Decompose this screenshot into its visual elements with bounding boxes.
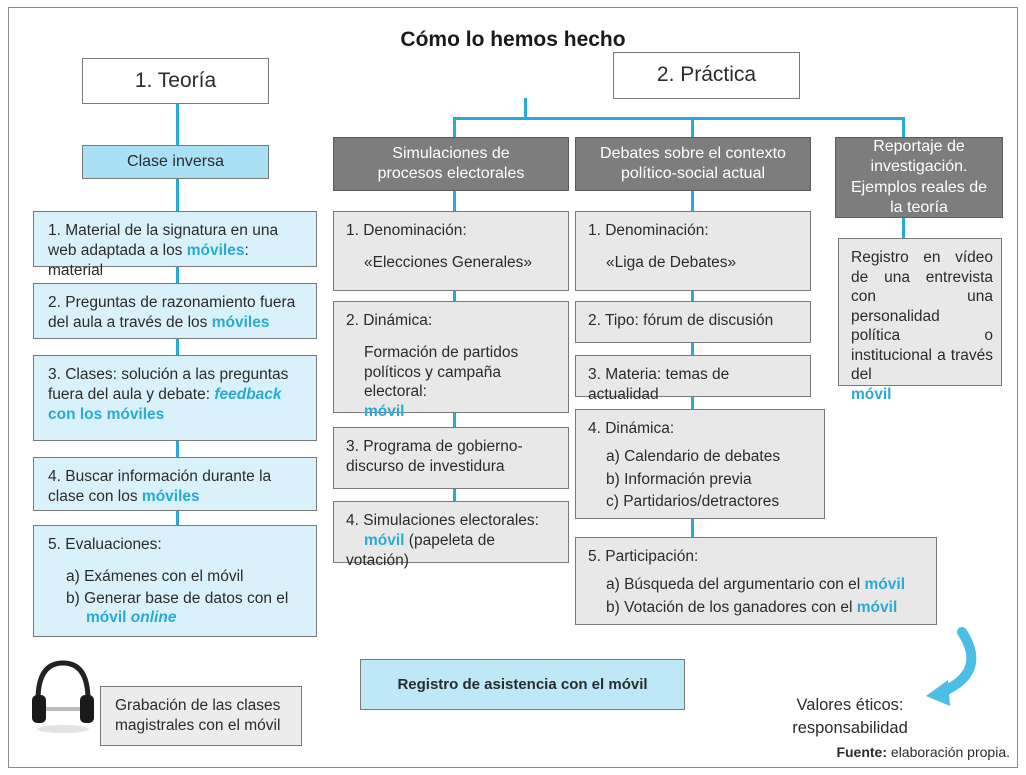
col2-item-1: 1. Denominación: «Liga de Debates» [575,211,811,291]
col1-item-3: 3. Programa de gobierno-discurso de inve… [333,427,569,489]
connector-line [176,266,179,284]
headphones-icon [28,655,98,735]
connector-line [176,104,179,146]
connector-line [691,117,694,137]
debates-header: Debates sobre el contexto político-socia… [575,137,811,191]
theory-header: 1. Teoría [82,58,269,104]
theory-item-2: 2. Preguntas de razonamiento fuera del a… [33,283,317,339]
diagram-frame [8,7,1018,768]
theory-item-3: 3. Clases: solución a las preguntas fuer… [33,355,317,441]
col1-item-2: 2. Dinámica: Formación de partidos polít… [333,301,569,420]
report-header: Reportaje de investigación. Ejemplos rea… [835,137,1003,218]
connector-line [902,217,905,239]
connector-line [453,190,456,212]
col2-item-3: 3. Materia: temas de actualidad [575,355,811,403]
col1-item-1: 1. Denominación: «Elecciones Generales» [333,211,569,291]
attendance-box: Registro de asistencia con el móvil [360,659,685,710]
theory-item-5: 5. Evaluaciones: a) Exámenes con el móvi… [33,525,317,637]
connector-line [453,290,456,302]
ethics-values: Valores éticos: responsabilidad [792,696,908,738]
col2-item-5: 5. Participación: a) Búsqueda del argume… [575,537,937,625]
connector-line [453,412,456,428]
connector-line [176,440,179,458]
connector-line [453,488,456,502]
curved-arrow-icon [918,626,984,710]
connector-line [691,396,694,410]
report-body: Registro en vídeo de una entrevista con … [838,238,1002,403]
col1-item-4: 4. Simulaciones electorales: móvil (pape… [333,501,569,569]
diagram-title: Cómo lo hemos hecho [400,28,626,51]
connector-line [691,342,694,356]
connector-line [453,117,456,137]
connector-line [453,117,905,120]
col2-item-2: 2. Tipo: fórum de discusión [575,301,811,343]
connector-line [524,98,527,118]
connector-line [691,290,694,302]
connector-line [176,178,179,212]
connector-line [176,510,179,526]
theory-item-4: 4. Buscar información durante la clase c… [33,457,317,511]
connector-line [691,518,694,538]
col2-item-4: 4. Dinámica: a) Calendario de debates b)… [575,409,825,519]
theory-item-1: 1. Material de la signatura en una web a… [33,211,317,279]
source-note: Fuente: elaboración propia. [836,744,1010,760]
connector-line [902,117,905,137]
elections-header: Simulaciones de procesos electorales [333,137,569,191]
connector-line [691,190,694,212]
practice-header: 2. Práctica [613,52,800,99]
connector-line [176,338,179,356]
flipped-class-box: Clase inversa [82,145,269,179]
recording-box: Grabación de las clases magistrales con … [100,686,302,746]
